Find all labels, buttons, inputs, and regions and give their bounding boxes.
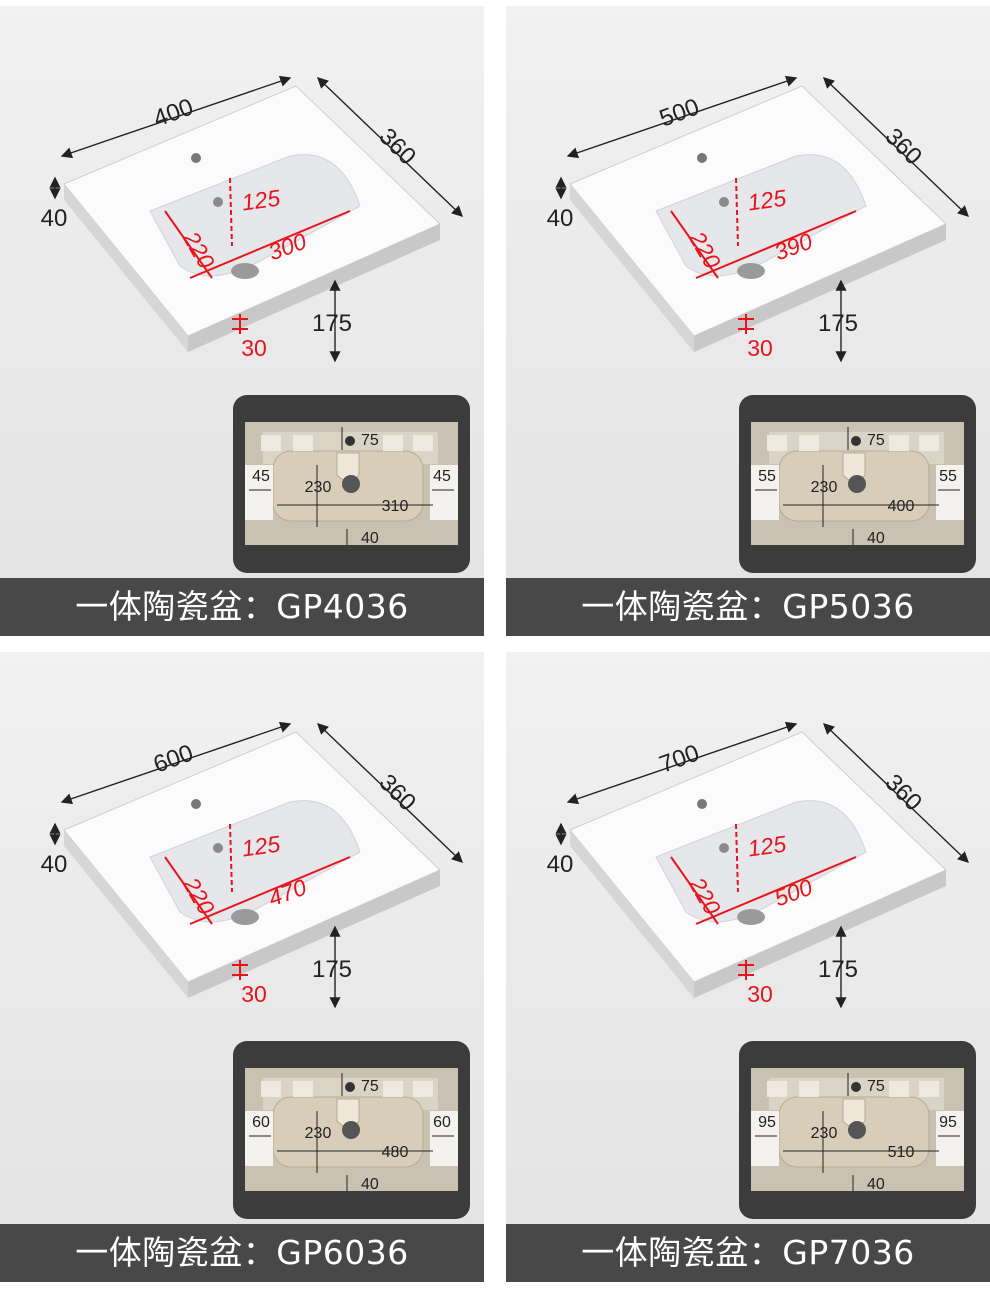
inset-depth-label: 230 <box>811 1125 838 1142</box>
bowl-front-back-line <box>164 856 213 925</box>
product-panel-2: 500 360 40 175 125 220 390 30 <box>506 6 990 636</box>
bowl-depth-label: 125 <box>240 185 282 216</box>
width-label: 500 <box>656 93 703 132</box>
bowl-depth-line <box>735 177 739 247</box>
thickness-label: 40 <box>41 205 68 232</box>
height-label: 175 <box>818 310 858 337</box>
inset-side-left-label: 95 <box>758 1114 776 1131</box>
front-edge-label: 30 <box>241 335 267 361</box>
height-label: 175 <box>312 310 352 337</box>
bottom-view-inset: 75 95 95 230 510 40 <box>739 1041 976 1219</box>
inset-side-right-label: 45 <box>433 468 451 485</box>
inset-bottom-label: 40 <box>867 1176 885 1193</box>
bowl-depth-label: 125 <box>746 831 788 862</box>
bowl-depth-line <box>229 823 233 893</box>
width-label: 700 <box>656 739 703 778</box>
inset-side-left-label: 45 <box>252 468 270 485</box>
bowl-width-line <box>189 856 351 925</box>
inset-top-label: 75 <box>361 432 379 449</box>
inset-depth-label: 230 <box>305 479 332 496</box>
width-label: 600 <box>150 739 197 778</box>
inset-side-right-label: 55 <box>939 468 957 485</box>
depth-label: 360 <box>374 123 421 170</box>
product-caption: 一体陶瓷盆：GP4036 <box>0 578 484 636</box>
product-panel-3: 600 360 40 175 125 220 470 30 <box>0 652 484 1282</box>
inset-width-label: 510 <box>888 1144 915 1161</box>
inset-bottom-label: 40 <box>361 1176 379 1193</box>
depth-label: 360 <box>374 769 421 816</box>
depth-label: 360 <box>880 123 927 170</box>
inset-side-left-label: 55 <box>758 468 776 485</box>
basin-drawing: 600 360 40 175 125 220 470 30 <box>41 721 464 1009</box>
inset-side-left-label: 60 <box>252 1114 270 1131</box>
bowl-depth-label: 125 <box>240 831 282 862</box>
bowl-depth-line <box>229 177 233 247</box>
depth-label: 360 <box>880 769 927 816</box>
bottom-view-inset: 75 45 45 230 310 40 <box>233 395 470 573</box>
inset-top-label: 75 <box>361 1078 379 1095</box>
inset-top-label: 75 <box>867 1078 885 1095</box>
inset-bottom-label: 40 <box>867 530 885 547</box>
thickness-label: 40 <box>547 205 574 232</box>
bottom-view-inset: 75 60 60 230 480 40 <box>233 1041 470 1219</box>
inset-side-right-label: 95 <box>939 1114 957 1131</box>
front-edge-label: 30 <box>747 981 773 1007</box>
bowl-front-back-line <box>164 210 213 279</box>
basin-drawing: 500 360 40 175 125 220 390 30 <box>547 75 970 363</box>
bowl-width-line <box>695 856 857 925</box>
bowl-front-back-line <box>670 856 719 925</box>
height-label: 175 <box>312 956 352 983</box>
product-panel-4: 700 360 40 175 125 220 500 30 <box>506 652 990 1282</box>
bottom-view-inset: 75 55 55 230 400 40 <box>739 395 976 573</box>
bowl-width-line <box>695 210 857 279</box>
bowl-depth-label: 125 <box>746 185 788 216</box>
width-label: 400 <box>150 93 197 132</box>
thickness-label: 40 <box>547 851 574 878</box>
product-panel-1: 400 360 40 175 125 220 300 30 <box>0 6 484 636</box>
bowl-front-back-line <box>670 210 719 279</box>
inset-top-label: 75 <box>867 432 885 449</box>
basin-drawing: 400 360 40 175 125 220 300 30 <box>41 75 464 363</box>
inset-bottom-label: 40 <box>361 530 379 547</box>
inset-side-right-label: 60 <box>433 1114 451 1131</box>
product-caption: 一体陶瓷盆：GP6036 <box>0 1224 484 1282</box>
basin-drawing: 700 360 40 175 125 220 500 30 <box>547 721 970 1009</box>
inset-depth-label: 230 <box>305 1125 332 1142</box>
bowl-width-line <box>189 210 351 279</box>
thickness-label: 40 <box>41 851 68 878</box>
bowl-depth-line <box>735 823 739 893</box>
inset-width-label: 310 <box>382 498 409 515</box>
height-label: 175 <box>818 956 858 983</box>
inset-depth-label: 230 <box>811 479 838 496</box>
front-edge-label: 30 <box>241 981 267 1007</box>
inset-width-label: 480 <box>382 1144 409 1161</box>
inset-width-label: 400 <box>888 498 915 515</box>
product-caption: 一体陶瓷盆：GP7036 <box>506 1224 990 1282</box>
front-edge-label: 30 <box>747 335 773 361</box>
product-caption: 一体陶瓷盆：GP5036 <box>506 578 990 636</box>
